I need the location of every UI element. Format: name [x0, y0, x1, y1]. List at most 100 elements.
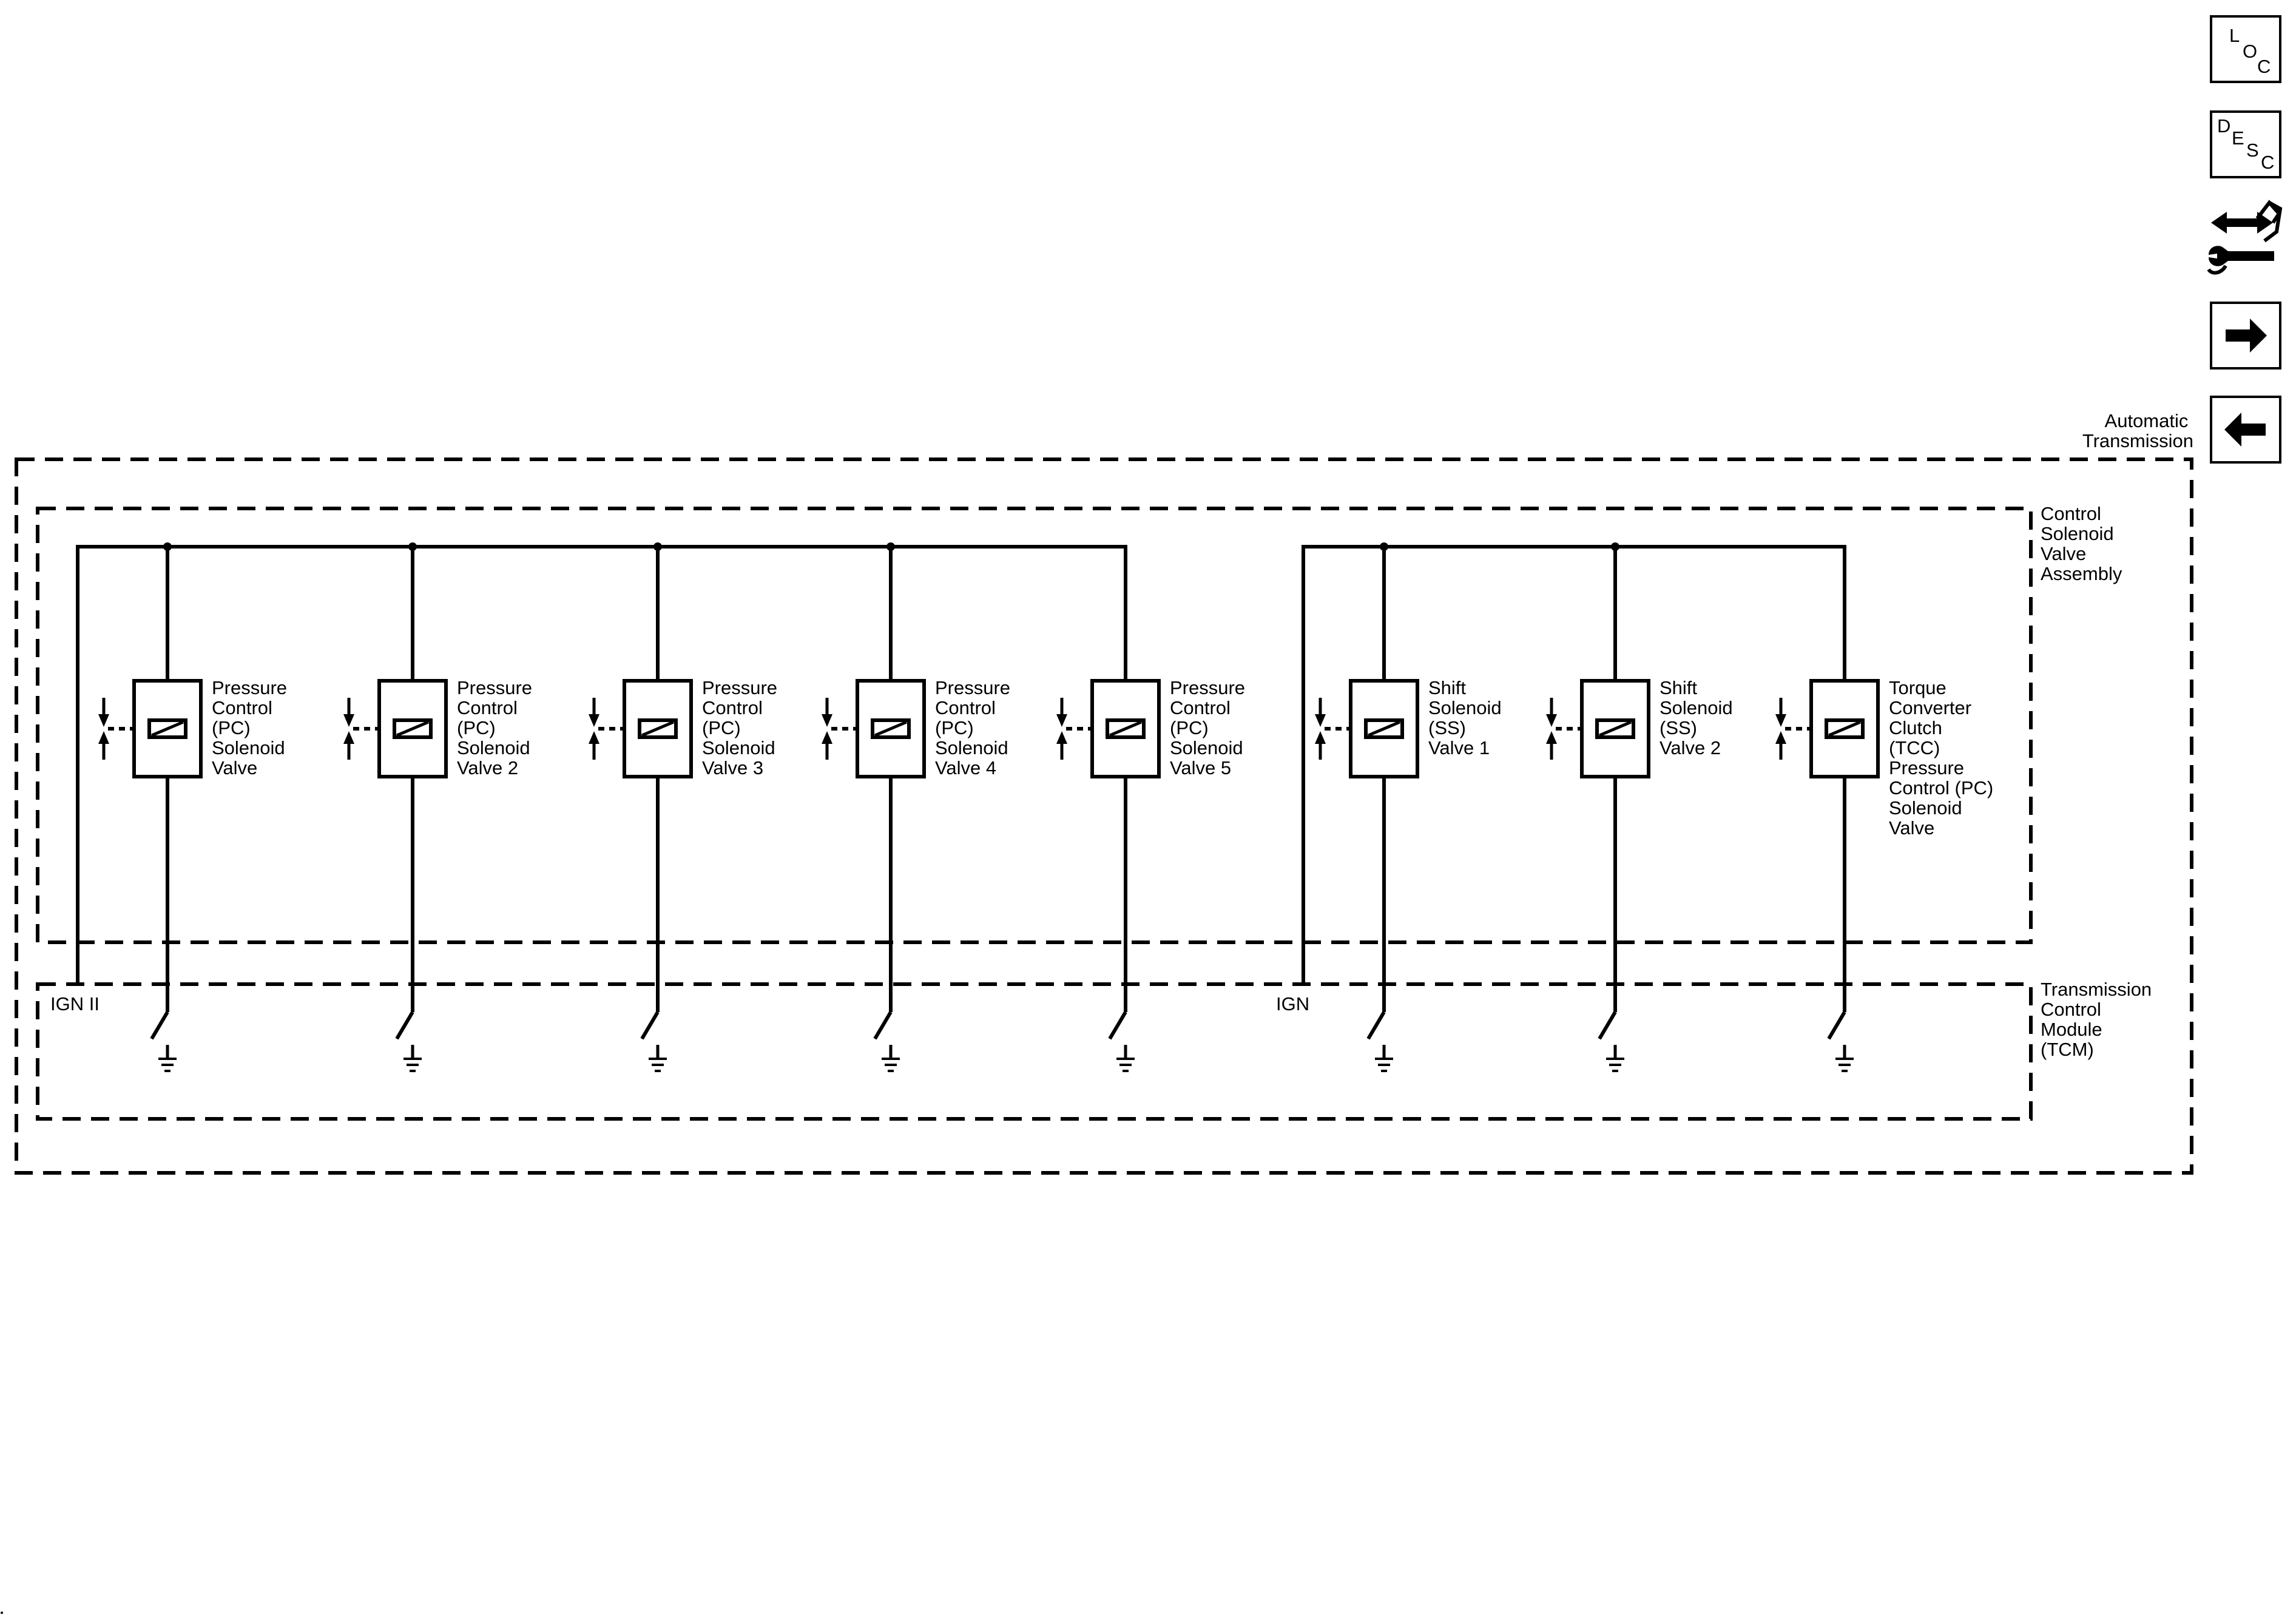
valve-arrow-up	[343, 731, 354, 744]
desc-letter-d: D	[2217, 115, 2231, 137]
solenoid-housing	[1090, 679, 1161, 778]
solenoid-label-line: (SS)	[1428, 717, 1466, 738]
solenoid-label-line: Solenoid	[1170, 737, 1243, 758]
solenoid-label-line: Torque	[1889, 677, 1947, 698]
tcm-label: Transmission Control Module (TCM)	[2041, 979, 2157, 1060]
next-page-button[interactable]	[2210, 302, 2281, 370]
solenoid-label-line: Shift	[1428, 677, 1466, 698]
solenoid-label-line: Control	[935, 697, 996, 718]
solenoid-label-line: Solenoid	[1660, 697, 1733, 718]
solenoid-label-line: (PC)	[1170, 717, 1209, 738]
solenoid-label-line: Control	[457, 697, 518, 718]
solenoid-label-line: Valve 4	[935, 757, 996, 778]
valve-arrow-down	[98, 714, 109, 727]
arrow-left-icon	[2224, 413, 2266, 447]
solenoid-label-line: (PC)	[702, 717, 741, 738]
solenoid-label-line: (SS)	[1660, 717, 1697, 738]
solenoid-label-line: Solenoid	[1428, 697, 1502, 718]
connector-wrench-icon[interactable]	[2204, 195, 2283, 280]
solenoid-coil	[147, 718, 187, 739]
solenoid-label-line: (PC)	[457, 717, 496, 738]
solenoid-coil	[1825, 718, 1865, 739]
low-side-switch	[150, 1011, 169, 1040]
valve-arrow-up	[1775, 731, 1786, 744]
corner-mark	[1, 1612, 3, 1614]
loc-letter-o: O	[2243, 41, 2258, 62]
solenoid-label-line: Valve 1	[1428, 737, 1490, 758]
arrow-right-icon	[2226, 319, 2267, 353]
solenoid-label-line: Control	[702, 697, 763, 718]
valve-arrow-down	[1546, 714, 1557, 727]
valve-arrow-up	[589, 731, 599, 744]
loc-letter-c: C	[2257, 56, 2271, 77]
valve-arrow-up	[1546, 731, 1557, 744]
solenoid-coil-diagonal	[1828, 720, 1861, 737]
desc-letter-c: C	[2261, 152, 2275, 173]
loc-letter-l: L	[2229, 25, 2240, 46]
solenoid-label-line: Pressure	[212, 677, 287, 698]
desc-letter-s: S	[2246, 140, 2259, 161]
solenoid-label-line: Solenoid	[702, 737, 775, 758]
assembly-label: Control Solenoid Valve Assembly	[2041, 503, 2122, 584]
solenoid-label-line: Solenoid	[212, 737, 285, 758]
low-side-switch	[1366, 1011, 1386, 1040]
description-button[interactable]: D E S C	[2210, 110, 2281, 178]
valve-arrow-up	[1056, 731, 1067, 744]
solenoid-label-line: Control	[1170, 697, 1231, 718]
solenoid-label-line: Pressure	[457, 677, 532, 698]
valve-arrow-down	[589, 714, 599, 727]
solenoid-coil	[1106, 718, 1146, 739]
solenoid-coil-diagonal	[1368, 720, 1400, 737]
solenoid-label-line: Solenoid	[935, 737, 1008, 758]
previous-page-button[interactable]	[2210, 396, 2281, 464]
outer-boundary	[15, 457, 2193, 1175]
solenoid-coil	[638, 718, 678, 739]
solenoid-label-line: (PC)	[935, 717, 974, 738]
solenoid-label-line: Valve 2	[457, 757, 518, 778]
low-side-switch	[395, 1011, 414, 1040]
valve-arrow-up	[822, 731, 832, 744]
low-side-switch	[1827, 1011, 1846, 1040]
solenoid-label-line: (TCC)	[1889, 737, 1940, 758]
ign-label: IGN	[1276, 993, 1309, 1014]
solenoid-coil-diagonal	[151, 720, 184, 737]
solenoid-label-line: Pressure	[1170, 677, 1245, 698]
solenoid-label-line: Control	[212, 697, 272, 718]
valve-arrow-down	[1775, 714, 1786, 727]
solenoid-assembly-boundary	[36, 507, 2033, 944]
solenoid-coil	[1364, 718, 1404, 739]
solenoid-label-line: Valve	[212, 757, 257, 778]
solenoid-label-line: Solenoid	[1889, 797, 1962, 819]
solenoid-label-line: Clutch	[1889, 717, 1942, 738]
solenoid-label-line: Valve 5	[1170, 757, 1231, 778]
ign2-label: IGN II	[50, 993, 100, 1014]
desc-letter-e: E	[2232, 127, 2244, 149]
valve-arrow-down	[1056, 714, 1067, 727]
solenoid-label-line: Solenoid	[457, 737, 530, 758]
location-button[interactable]: L O C	[2210, 15, 2281, 83]
valve-arrow-up	[1315, 731, 1326, 744]
low-side-switch	[1598, 1011, 1617, 1040]
valve-arrow-down	[343, 714, 354, 727]
solenoid-coil-diagonal	[641, 720, 674, 737]
solenoid-coil-diagonal	[874, 720, 907, 737]
solenoid-coil	[871, 718, 911, 739]
tcm-boundary	[36, 982, 2033, 1121]
solenoid-coil-diagonal	[1599, 720, 1632, 737]
valve-arrow-down	[1315, 714, 1326, 727]
solenoid-label-line: Pressure	[702, 677, 777, 698]
solenoid-coil	[1595, 718, 1635, 739]
